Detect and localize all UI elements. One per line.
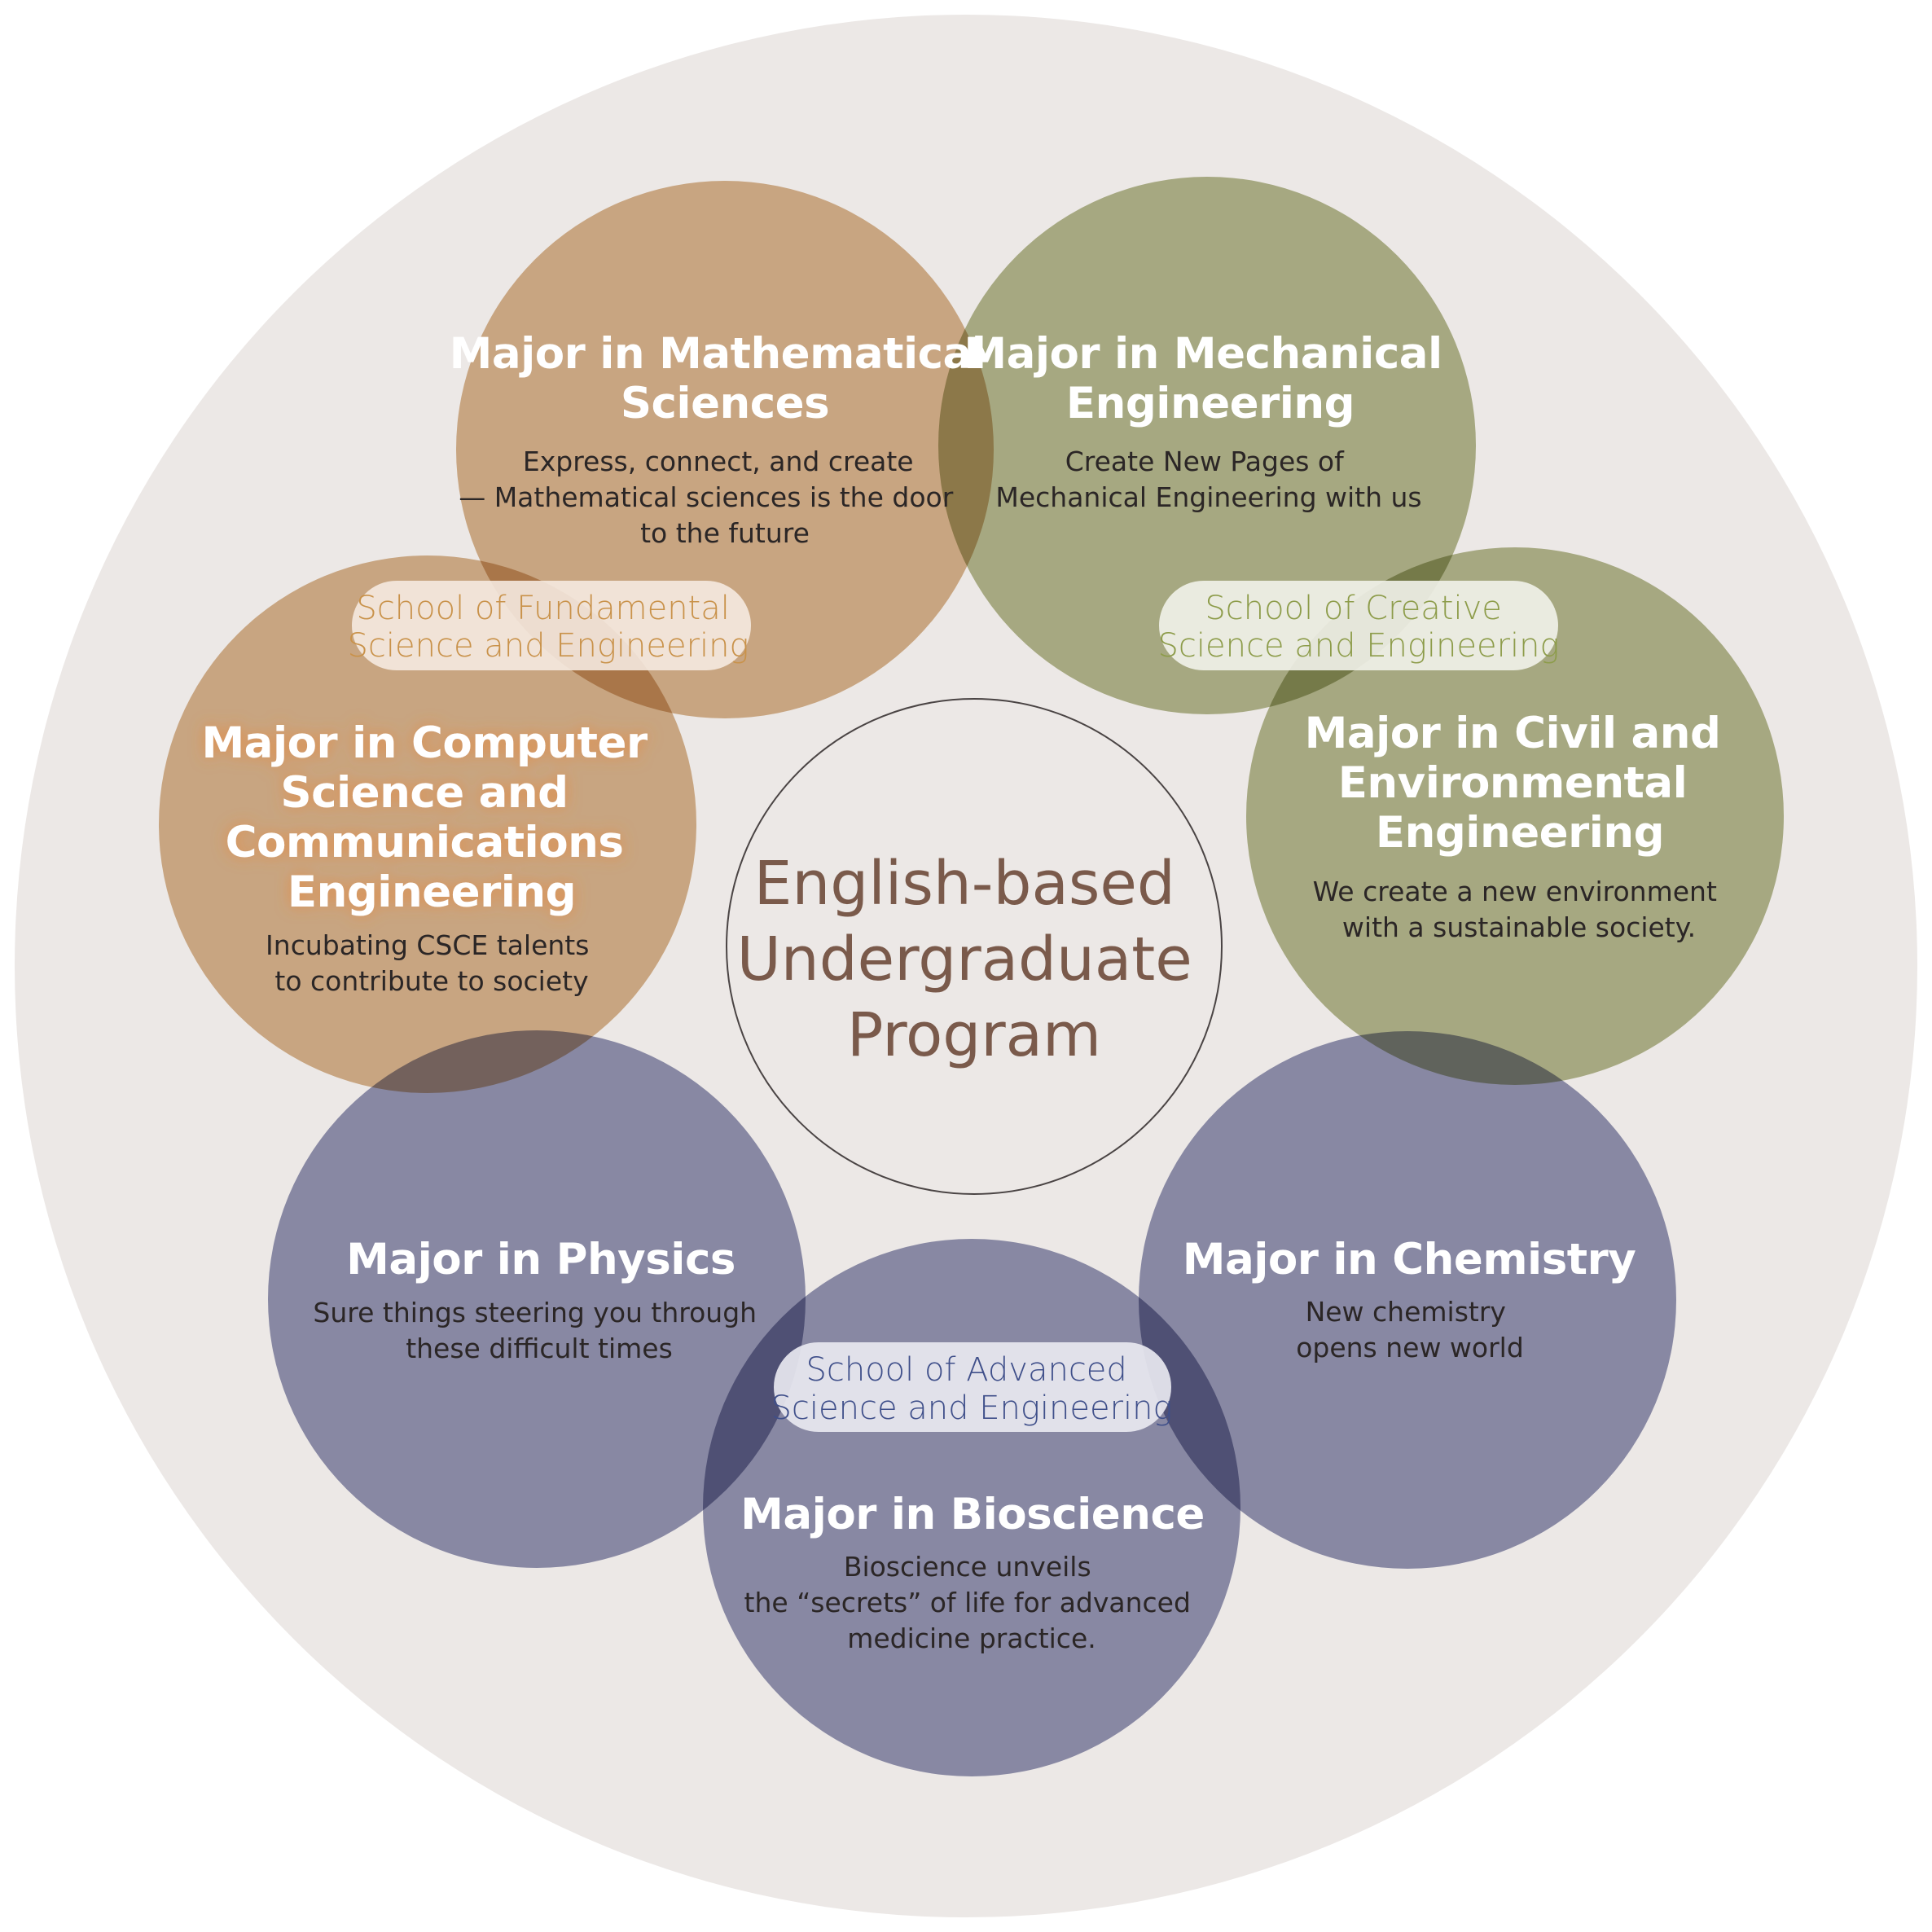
major-description: Incubating CSCE talents to contribute to… [266, 929, 598, 997]
major-description: New chemistry opens new world [1296, 1296, 1524, 1363]
school-label-text: School of Fundamental Science and Engine… [348, 590, 749, 665]
major-description: Sure things steering you through these d… [313, 1297, 765, 1364]
center-program: English-based Undergraduate Program [726, 698, 1223, 1195]
school-label-background [1159, 581, 1558, 670]
major-physics: Major in Physics Sure things steering yo… [313, 1235, 765, 1364]
major-title: Major in Computer Science and Communicat… [201, 718, 661, 917]
major-mechanical-engineering: Major in Mechanical Engineering Create N… [964, 329, 1456, 513]
circle-chemistry[interactable] [1139, 1031, 1676, 1569]
major-description: Express, connect, and create — Mathemati… [459, 446, 962, 549]
center-title-line: Undergraduate [737, 924, 1192, 995]
center-title-line: English-based [754, 849, 1175, 919]
major-bioscience: Major in Bioscience Bioscience unveils t… [740, 1490, 1205, 1654]
major-chemistry: Major in Chemistry New chemistry opens n… [1183, 1235, 1636, 1363]
major-title: Major in Civil and Environmental Enginee… [1305, 709, 1736, 858]
major-title: Major in Mathematical Sciences [450, 329, 1001, 428]
major-title: Major in Mechanical Engineering [964, 329, 1456, 428]
school-label-fundamental: School of Fundamental Science and Engine… [348, 581, 751, 670]
major-title: Major in Bioscience [740, 1490, 1205, 1539]
major-description: We create a new environment with a susta… [1313, 876, 1726, 943]
major-mathematical-sciences: Major in Mathematical Sciences Express, … [450, 329, 1001, 549]
center-title: English-based Undergraduate Program [737, 849, 1212, 1070]
school-label-background [774, 1342, 1171, 1432]
school-label-advanced: School of Advanced Science and Engineeri… [771, 1342, 1173, 1432]
school-label-background [352, 581, 751, 670]
center-title-line: Program [847, 1000, 1101, 1070]
major-description: Create New Pages of Mechanical Engineeri… [995, 446, 1421, 513]
major-civil-environmental-engineering: Major in Civil and Environmental Enginee… [1305, 709, 1736, 943]
school-label-text: School of Advanced Science and Engineeri… [771, 1351, 1173, 1427]
circle-physics[interactable] [268, 1030, 806, 1568]
major-computer-science-communications-engineering: Major in Computer Science and Communicat… [201, 718, 661, 997]
circle-computer-science-communications-engineering[interactable] [159, 555, 696, 1093]
major-description: Bioscience unveils the “secrets” of life… [744, 1551, 1200, 1654]
major-circles [159, 177, 1784, 1776]
school-label-creative: School of Creative Science and Engineeri… [1158, 581, 1560, 670]
school-label-text: School of Creative Science and Engineeri… [1158, 590, 1560, 665]
major-title: Major in Physics [346, 1235, 735, 1284]
major-title: Major in Chemistry [1183, 1235, 1636, 1284]
circle-mechanical-engineering[interactable] [938, 177, 1476, 714]
circle-civil-environmental-engineering[interactable] [1246, 547, 1784, 1085]
center-circle [726, 698, 1223, 1195]
